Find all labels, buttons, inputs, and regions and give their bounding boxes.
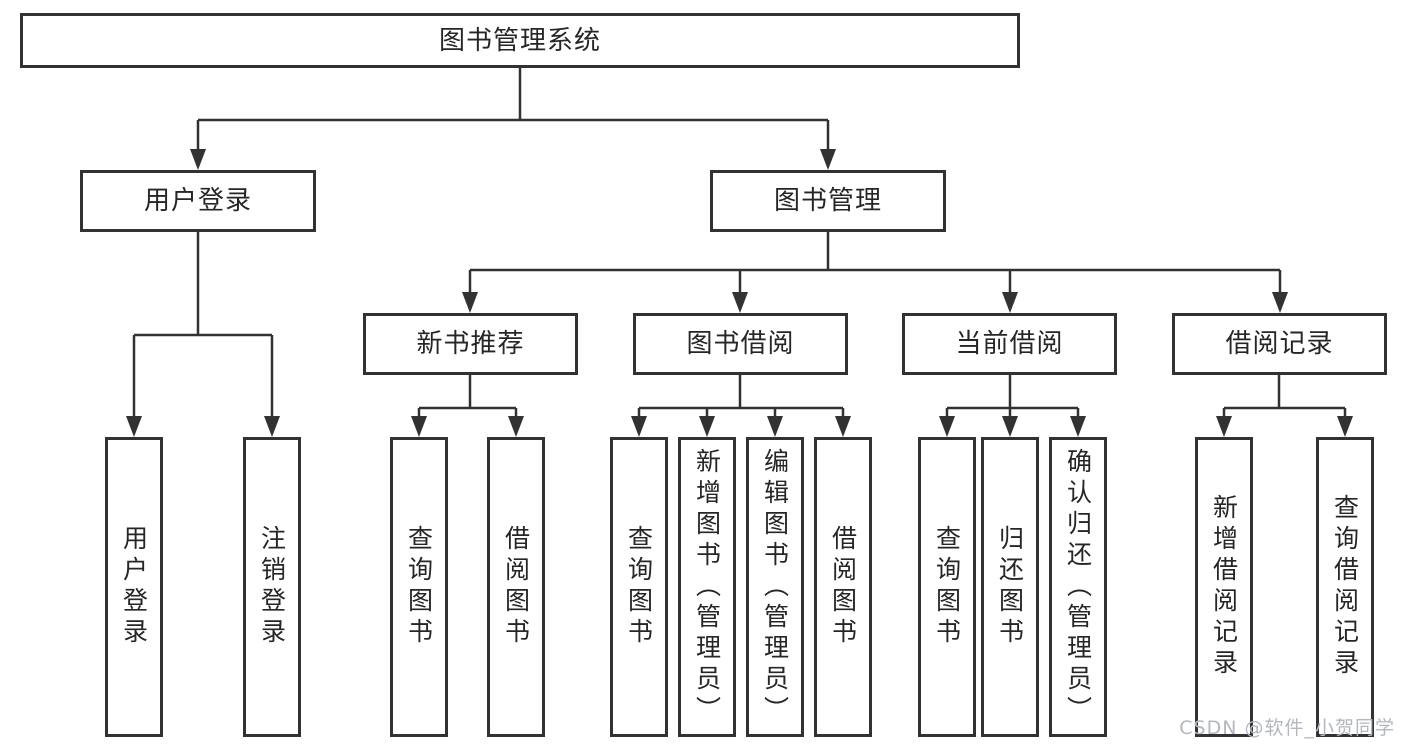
- node-borrowing-records-label: 借阅记录: [1225, 329, 1334, 359]
- leaf-user-login: 用户登录: [105, 437, 163, 737]
- node-current-borrowing: 当前借阅: [902, 313, 1117, 375]
- node-user-login: 用户登录: [80, 170, 316, 232]
- leaf-edit-book-admin: 编辑图书（管理员）: [746, 437, 804, 737]
- node-current-borrowing-label: 当前借阅: [955, 329, 1064, 359]
- node-new-book-recommend: 新书推荐: [363, 313, 578, 375]
- leaf-query-books-borrowing-label: 查询图书: [624, 525, 654, 649]
- leaf-edit-book-admin-label: 编辑图书（管理员）: [760, 447, 790, 727]
- leaf-user-login-label: 用户登录: [119, 525, 149, 649]
- node-new-book-recommend-label: 新书推荐: [416, 329, 525, 359]
- leaf-query-borrow-record-label: 查询借阅记录: [1330, 494, 1360, 680]
- leaf-add-book-admin: 新增图书（管理员）: [678, 437, 736, 737]
- leaf-add-borrow-record: 新增借阅记录: [1195, 437, 1253, 737]
- leaf-return-books: 归还图书: [981, 437, 1039, 737]
- leaf-add-borrow-record-label: 新增借阅记录: [1209, 494, 1239, 680]
- leaf-confirm-return-admin-label: 确认归还（管理员）: [1063, 447, 1093, 727]
- node-book-borrowing-label: 图书借阅: [686, 329, 795, 359]
- node-book-management-label: 图书管理: [773, 186, 882, 216]
- watermark: CSDN @软件_小贺同学: [1179, 717, 1395, 739]
- leaf-borrow-books-recommend-label: 借阅图书: [501, 525, 531, 649]
- node-book-management: 图书管理: [710, 170, 946, 232]
- leaf-query-books-current-label: 查询图书: [932, 525, 962, 649]
- leaf-logout-label: 注销登录: [257, 525, 287, 649]
- leaf-query-books-recommend: 查询图书: [390, 437, 448, 737]
- node-book-borrowing: 图书借阅: [633, 313, 848, 375]
- leaf-query-books-current: 查询图书: [918, 437, 976, 737]
- leaf-query-books-recommend-label: 查询图书: [404, 525, 434, 649]
- node-borrowing-records: 借阅记录: [1172, 313, 1387, 375]
- leaf-query-books-borrowing: 查询图书: [610, 437, 668, 737]
- arrowheads: [126, 149, 1353, 437]
- leaf-borrow-books-recommend: 借阅图书: [487, 437, 545, 737]
- root-node: 图书管理系统: [20, 13, 1020, 68]
- leaf-borrow-books-borrowing: 借阅图书: [814, 437, 872, 737]
- leaf-confirm-return-admin: 确认归还（管理员）: [1049, 437, 1107, 737]
- root-node-label: 图书管理系统: [438, 25, 601, 56]
- node-user-login-label: 用户登录: [143, 186, 252, 216]
- leaf-query-borrow-record: 查询借阅记录: [1316, 437, 1374, 737]
- leaf-add-book-admin-label: 新增图书（管理员）: [692, 447, 722, 727]
- leaf-logout: 注销登录: [243, 437, 301, 737]
- leaf-return-books-label: 归还图书: [995, 525, 1025, 649]
- leaf-borrow-books-borrowing-label: 借阅图书: [828, 525, 858, 649]
